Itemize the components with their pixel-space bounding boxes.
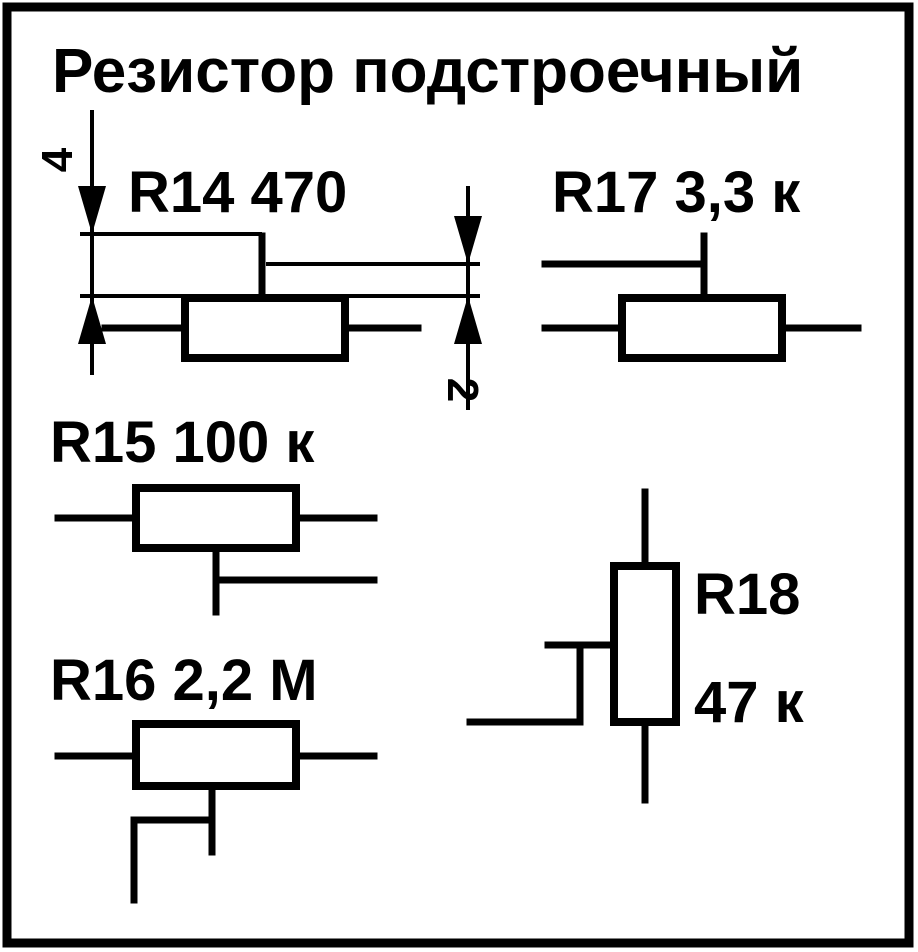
r17-body bbox=[618, 294, 786, 362]
r17-symbol: R17 3,3 к bbox=[541, 160, 862, 362]
dim-arrow-down-right bbox=[454, 216, 482, 264]
dim-arrow-up-right bbox=[454, 296, 482, 344]
r15-body bbox=[132, 484, 300, 552]
r18-symbol: R18 47 к bbox=[466, 488, 805, 804]
r18-body bbox=[610, 562, 680, 726]
r16-label: R16 2,2 М bbox=[50, 648, 318, 713]
r15-label: R15 100 к bbox=[50, 410, 315, 475]
r16-symbol: R16 2,2 М bbox=[50, 648, 378, 904]
r16-body bbox=[132, 720, 300, 790]
r18-label: R18 bbox=[694, 562, 800, 627]
diagram-title: Резистор подстроечный bbox=[52, 37, 803, 106]
r14-symbol: R14 470 bbox=[78, 110, 482, 410]
r18-value: 47 к bbox=[694, 670, 805, 735]
r14-body bbox=[181, 294, 349, 362]
dim-arrow-down bbox=[78, 186, 106, 234]
r14-label: R14 470 bbox=[128, 160, 347, 225]
r15-symbol: R15 100 к bbox=[50, 410, 378, 616]
dimension-label-4: 4 bbox=[33, 147, 82, 172]
r17-label: R17 3,3 к bbox=[552, 160, 801, 225]
dimension-label-2: 2 bbox=[438, 378, 487, 402]
dim-arrow-up bbox=[78, 296, 106, 344]
